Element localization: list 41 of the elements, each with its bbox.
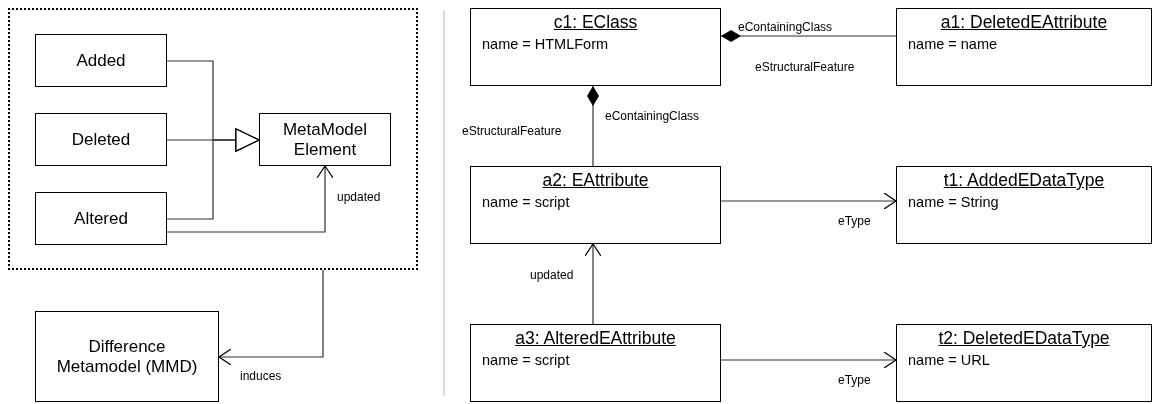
edge-label: updated — [530, 268, 574, 282]
object-box — [470, 324, 721, 402]
attribute-text: name = URL — [908, 351, 990, 369]
arrow — [166, 165, 334, 233]
attribute-text: name = script — [482, 193, 570, 211]
object-title: a2: EAttribute — [542, 170, 649, 191]
edge-label: updated — [337, 190, 381, 204]
attribute-text: name = HTMLForm — [482, 35, 609, 53]
edge-label: eContainingClass — [738, 20, 833, 34]
object-box — [470, 166, 721, 244]
class-box: Deleted — [35, 113, 167, 166]
edge-label: eContainingClass — [605, 109, 700, 123]
attribute-text: name = script — [482, 351, 570, 369]
object-title: a3: AlteredEAttribute — [515, 328, 676, 349]
edge-label: eType — [838, 214, 871, 228]
role-label: eStructuralFeature — [755, 60, 855, 74]
object-title: a1: DeletedEAttribute — [940, 12, 1108, 33]
class-box: Altered — [35, 192, 167, 245]
object-title: t1: AddedEDataType — [943, 170, 1105, 191]
generalization-arrow — [166, 128, 260, 220]
object-box — [896, 166, 1152, 244]
class-box: Difference Metamodel (MMD) — [35, 311, 219, 402]
object-box — [896, 8, 1152, 86]
dotted-package-frame — [8, 8, 418, 270]
arrow — [584, 243, 602, 325]
object-box — [896, 324, 1152, 402]
arrow — [218, 269, 324, 366]
class-box: Added — [35, 34, 167, 87]
arrow — [720, 351, 897, 369]
object-box — [470, 8, 721, 86]
composition-line — [720, 30, 897, 42]
edge-label: eType — [838, 373, 871, 387]
arrow — [720, 192, 897, 210]
edge-label: induces — [240, 369, 282, 383]
object-title: t2: DeletedEDataType — [938, 328, 1110, 349]
composition-line — [587, 85, 599, 167]
class-box: MetaModel Element — [259, 113, 391, 166]
attribute-text: name = name — [908, 35, 998, 53]
role-label: eStructuralFeature — [462, 124, 562, 138]
object-title: c1: EClass — [553, 12, 638, 33]
attribute-text: name = String — [908, 193, 999, 211]
